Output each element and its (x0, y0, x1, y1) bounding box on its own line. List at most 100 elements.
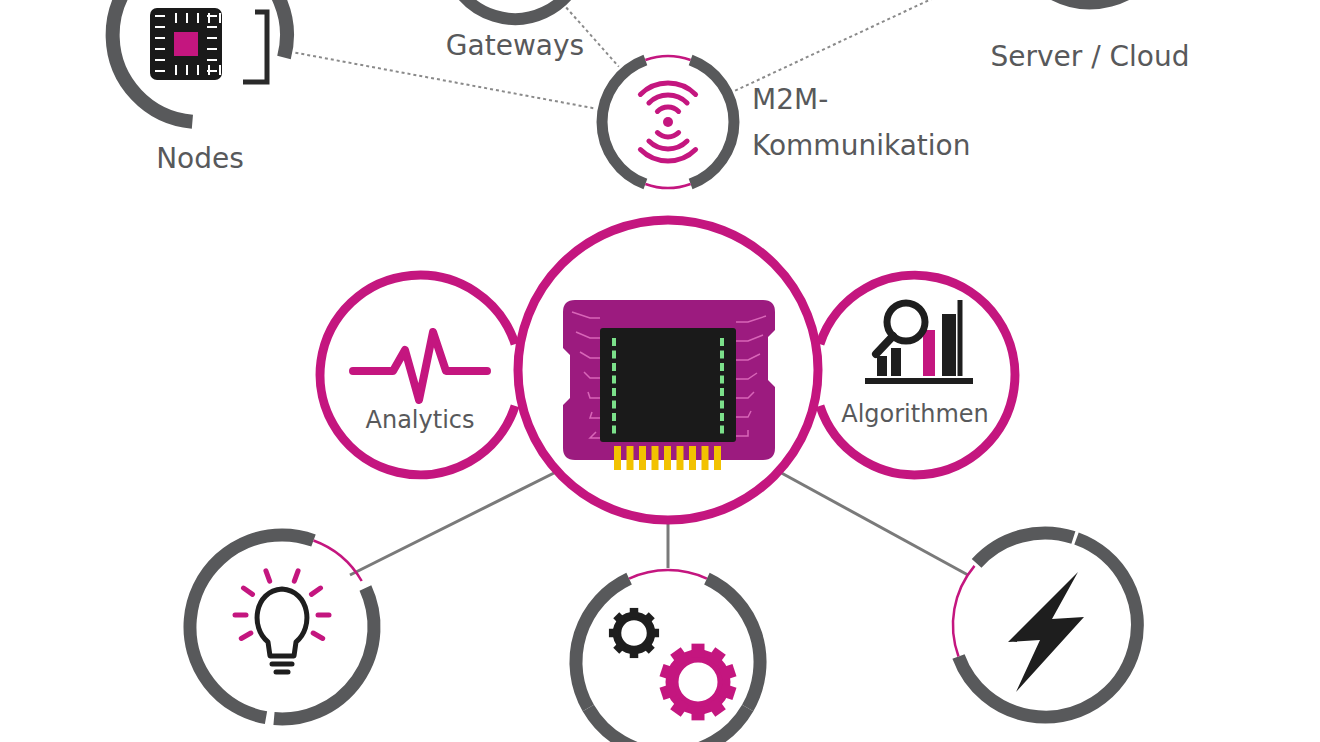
lightbulb-icon (235, 571, 329, 672)
bulb-ray (313, 633, 323, 639)
gear-tooth (630, 649, 639, 658)
bulb-ray (266, 571, 270, 581)
node-chip-icon (150, 8, 222, 80)
ring-arc (645, 184, 690, 188)
node-chip-pin (197, 13, 199, 23)
bulb-ray (243, 588, 252, 594)
circle-node: Algorithmen (810, 270, 1020, 480)
ring-arc (645, 56, 690, 60)
node-chip-pin (208, 13, 210, 23)
chip-led (612, 351, 616, 359)
wireless-wave (649, 141, 687, 149)
chip-trace (736, 354, 760, 360)
node-chip-pin (219, 65, 221, 75)
node-chip-pin (186, 65, 188, 75)
gear-tooth (630, 608, 639, 617)
node-chip-pin (207, 26, 217, 28)
chip-led (720, 351, 724, 359)
bulb-ray (318, 613, 329, 618)
chip-led (720, 388, 724, 396)
wireless-wave (657, 107, 678, 111)
node-chip-pin (230, 65, 232, 75)
chip-trace (736, 316, 766, 322)
chip-led (720, 413, 724, 421)
node-chip-pin (207, 48, 217, 50)
chip-pin (627, 446, 634, 470)
chip-led (612, 376, 616, 384)
chip-led (720, 376, 724, 384)
chip-led (720, 401, 724, 409)
wireless-wave (640, 83, 695, 94)
node-chip-pin (197, 65, 199, 75)
chip-pin (664, 446, 671, 470)
chip-led (612, 388, 616, 396)
circle-node: Gateways (440, 0, 590, 25)
gear-tooth (707, 647, 726, 666)
node-chip-pin (155, 15, 165, 17)
chip-trace (580, 352, 600, 358)
node-caption: Nodes (156, 142, 244, 176)
node-chip-pin (155, 48, 165, 50)
node-chip-pin (155, 70, 165, 72)
chip-led (720, 363, 724, 371)
gear-tooth (670, 647, 689, 666)
circle-node: Server / Cloud (1005, 0, 1175, 10)
node-caption: Gateways (446, 29, 584, 63)
wireless-dot (663, 117, 673, 127)
node-chip-pin (186, 13, 188, 23)
bulb-base (272, 662, 292, 667)
circle-outline-svg (1005, 0, 1175, 10)
chip-circle (518, 220, 818, 520)
wireless-wave (649, 95, 687, 103)
magnifier-handle (876, 336, 893, 354)
ring-arc (959, 539, 1138, 718)
connector-line (667, 520, 670, 568)
node-caption: Server / Cloud (990, 40, 1189, 74)
node-chip-pin (175, 13, 177, 23)
node-chip-pin (155, 59, 165, 61)
gear-tooth (613, 641, 626, 654)
chip-led (612, 426, 616, 434)
ring-arc (1013, 0, 1168, 3)
connector-line (776, 470, 968, 575)
bulb-ray (311, 588, 320, 594)
node-chip-pin (155, 37, 165, 39)
node-caption: M2M- Kommunikation (752, 77, 992, 169)
node-chip-pin (155, 26, 165, 28)
ring-arc (588, 708, 747, 742)
gear-tooth (692, 644, 705, 658)
node-label: Analytics (366, 406, 475, 435)
node-label: Algorithmen (841, 400, 989, 429)
chip-pin (677, 446, 684, 470)
ring-arc (314, 541, 362, 582)
chip-trace (588, 392, 600, 398)
gear-tooth (660, 664, 678, 681)
node-chip-pin (207, 37, 217, 39)
gear-tooth (692, 706, 705, 720)
gear-tooth (660, 683, 678, 700)
chip-trace (736, 392, 754, 398)
gear-tooth (707, 698, 726, 717)
circle-outline-svg (596, 50, 740, 194)
circle-node: Nodes (105, 0, 295, 130)
ring-arc (602, 60, 645, 184)
circle-node: Analytics (315, 270, 525, 480)
ring-arc (691, 60, 734, 184)
circle-outline-svg (105, 0, 295, 130)
chip-pin (652, 446, 659, 470)
chip-pin (689, 446, 696, 470)
chart-base (865, 378, 973, 384)
chip-board (563, 300, 775, 460)
gear-icon (609, 608, 659, 658)
gear-tooth (609, 629, 618, 638)
chip-trace (572, 312, 600, 318)
chart-bar (923, 330, 935, 376)
wireless-wave (640, 150, 695, 161)
gear-tooth (642, 641, 655, 654)
pulse-icon (353, 332, 487, 400)
lightning-icon (1008, 572, 1084, 692)
chip-led (720, 426, 724, 434)
dotted-connector (735, 0, 1011, 91)
wireless-icon (640, 83, 695, 161)
